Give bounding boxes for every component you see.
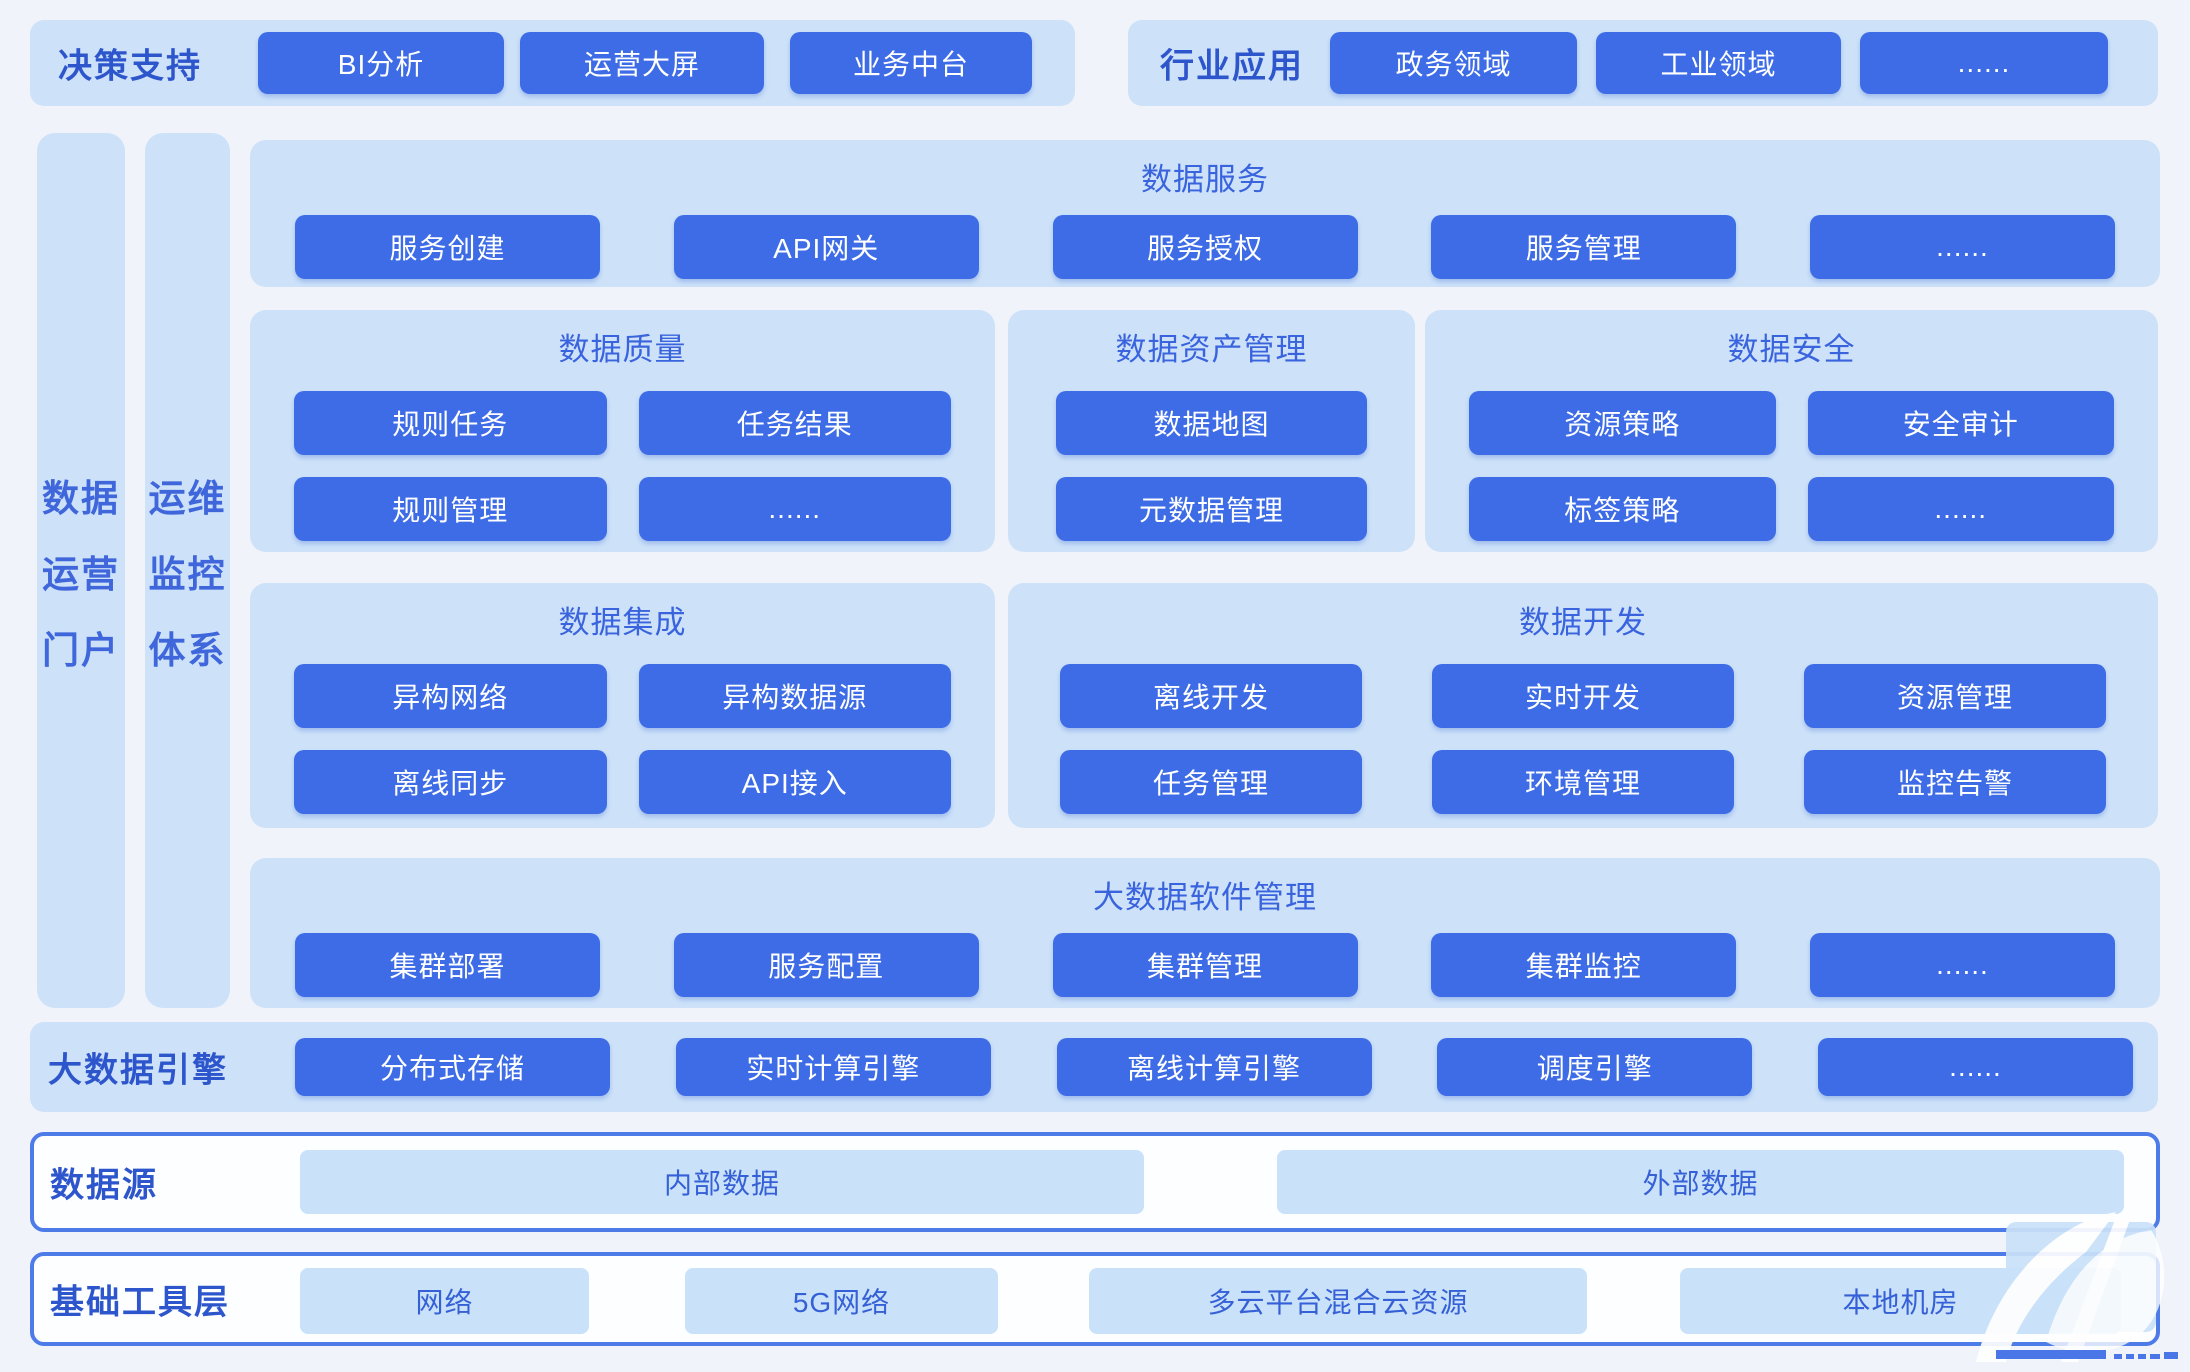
chip-service-create[interactable]: 服务创建 <box>295 215 600 279</box>
chip-task-result[interactable]: 任务结果 <box>638 391 951 455</box>
bigdata-engine-row: 大数据引擎 分布式存储 实时计算引擎 离线计算引擎 调度引擎 ...... <box>30 1022 2158 1112</box>
bigdata-engine-label: 大数据引擎 <box>48 1051 228 1090</box>
basic-tools-row: 基础工具层 网络 5G网络 多云平台混合云资源 本地机房 <box>30 1252 2160 1346</box>
chip-cluster-monitoring[interactable]: 集群监控 <box>1431 933 1737 997</box>
chip-ops-dashboard[interactable]: 运营大屏 <box>520 32 764 94</box>
chip-security-more[interactable]: ...... <box>1807 477 2114 541</box>
chip-environment-management[interactable]: 环境管理 <box>1432 750 1734 814</box>
chip-industry-more[interactable]: ...... <box>1860 32 2108 94</box>
chip-scheduling-engine[interactable]: 调度引擎 <box>1437 1038 1753 1096</box>
section-title: 数据开发 <box>1519 605 1647 640</box>
main-sections: 数据服务 服务创建 API网关 服务授权 服务管理 ...... 数据质量 规则… <box>250 130 2160 1010</box>
chip-api-access[interactable]: API接入 <box>638 750 951 814</box>
section-title: 数据集成 <box>558 605 687 640</box>
section-data-security: 数据安全 资源策略 安全审计 标签策略 ...... <box>1425 310 2158 552</box>
chip-api-gateway[interactable]: API网关 <box>673 215 979 279</box>
chip-metadata-management[interactable]: 元数据管理 <box>1056 477 1367 541</box>
chip-resource-management[interactable]: 资源管理 <box>1804 664 2106 728</box>
industry-application-panel: 行业应用 政务领域 工业领域 ...... <box>1128 20 2158 106</box>
chip-service-management[interactable]: 服务管理 <box>1431 215 1737 279</box>
chip-data-map[interactable]: 数据地图 <box>1056 391 1367 455</box>
chip-offline-development[interactable]: 离线开发 <box>1060 664 1362 728</box>
chip-software-more[interactable]: ...... <box>1810 933 2115 997</box>
chip-service-configuration[interactable]: 服务配置 <box>673 933 979 997</box>
chip-business-middle-platform[interactable]: 业务中台 <box>790 32 1032 94</box>
chip-tag-policy[interactable]: 标签策略 <box>1469 477 1776 541</box>
chip-external-data[interactable]: 外部数据 <box>1277 1150 2124 1214</box>
chip-service-more[interactable]: ...... <box>1810 215 2115 279</box>
chip-rule-task[interactable]: 规则任务 <box>294 391 607 455</box>
sidebar-ops-monitoring-system: 运维 监控 体系 <box>145 133 230 1008</box>
chip-heterogeneous-network[interactable]: 异构网络 <box>294 664 607 728</box>
decision-support-panel: 决策支持 BI分析 运营大屏 业务中台 <box>30 20 1075 106</box>
chip-rule-management[interactable]: 规则管理 <box>294 477 607 541</box>
section-title: 数据安全 <box>1727 332 1856 367</box>
ops-label-line: 体系 <box>148 629 227 671</box>
industry-application-label: 行业应用 <box>1160 47 1304 86</box>
portal-label-line: 运营 <box>42 553 120 595</box>
chip-realtime-development[interactable]: 实时开发 <box>1432 664 1734 728</box>
chip-offline-sync[interactable]: 离线同步 <box>294 750 607 814</box>
chip-cluster-deployment[interactable]: 集群部署 <box>295 933 600 997</box>
chip-cluster-management[interactable]: 集群管理 <box>1052 933 1358 997</box>
ops-label-line: 运维 <box>148 477 227 519</box>
data-source-row: 数据源 内部数据 外部数据 <box>30 1132 2160 1232</box>
chip-industrial-domain[interactable]: 工业领域 <box>1596 32 1841 94</box>
section-data-service: 数据服务 服务创建 API网关 服务授权 服务管理 ...... <box>250 140 2160 287</box>
section-data-development: 数据开发 离线开发 实时开发 资源管理 任务管理 环境管理 监控告警 <box>1008 583 2158 828</box>
chip-quality-more[interactable]: ...... <box>638 477 951 541</box>
chip-engine-more[interactable]: ...... <box>1818 1038 2133 1096</box>
chip-realtime-compute-engine[interactable]: 实时计算引擎 <box>675 1038 991 1096</box>
section-data-quality: 数据质量 规则任务 任务结果 规则管理 ...... <box>250 310 995 552</box>
portal-label-line: 数据 <box>42 477 120 519</box>
chip-service-authorization[interactable]: 服务授权 <box>1052 215 1358 279</box>
portal-label-line: 门户 <box>42 629 120 671</box>
section-data-asset-management: 数据资产管理 数据地图 元数据管理 <box>1008 310 1415 552</box>
chip-bi-analysis[interactable]: BI分析 <box>258 32 504 94</box>
chip-internal-data[interactable]: 内部数据 <box>300 1150 1144 1214</box>
chip-network[interactable]: 网络 <box>300 1268 589 1334</box>
section-title: 数据服务 <box>1141 162 1269 197</box>
chip-offline-compute-engine[interactable]: 离线计算引擎 <box>1056 1038 1372 1096</box>
sidebar-data-operations-portal: 数据 运营 门户 <box>37 133 125 1008</box>
chip-5g-network[interactable]: 5G网络 <box>685 1268 998 1334</box>
section-data-integration: 数据集成 异构网络 异构数据源 离线同步 API接入 <box>250 583 995 828</box>
ops-label-line: 监控 <box>148 553 227 595</box>
chip-security-audit[interactable]: 安全审计 <box>1807 391 2114 455</box>
chip-multicloud-hybrid-resources[interactable]: 多云平台混合云资源 <box>1089 1268 1587 1334</box>
chip-distributed-storage[interactable]: 分布式存储 <box>295 1038 610 1096</box>
chip-local-datacenter[interactable]: 本地机房 <box>1680 1268 2121 1334</box>
basic-tools-label: 基础工具层 <box>50 1283 230 1322</box>
section-title: 大数据软件管理 <box>1093 880 1317 915</box>
decision-support-label: 决策支持 <box>58 47 202 86</box>
data-source-label: 数据源 <box>50 1166 158 1205</box>
section-title: 数据质量 <box>558 332 687 367</box>
chip-resource-policy[interactable]: 资源策略 <box>1469 391 1776 455</box>
chip-heterogeneous-datasource[interactable]: 异构数据源 <box>638 664 951 728</box>
section-title: 数据资产管理 <box>1115 332 1308 367</box>
chip-task-management[interactable]: 任务管理 <box>1060 750 1362 814</box>
chip-government-domain[interactable]: 政务领域 <box>1330 32 1577 94</box>
section-bigdata-software-management: 大数据软件管理 集群部署 服务配置 集群管理 集群监控 ...... <box>250 858 2160 1008</box>
chip-monitoring-alert[interactable]: 监控告警 <box>1804 750 2106 814</box>
